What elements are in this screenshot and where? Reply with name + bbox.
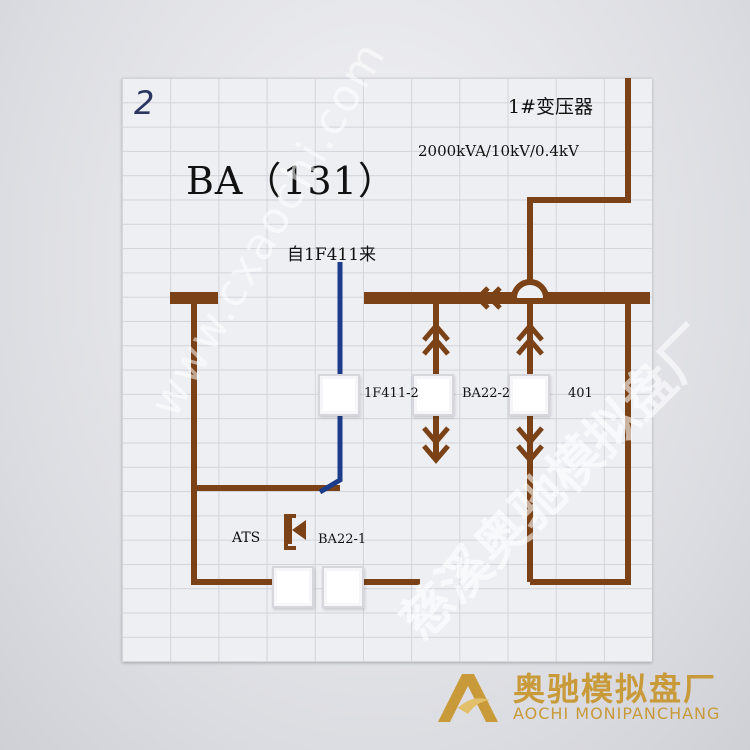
chevron-down-icon [516, 444, 544, 464]
source-label: 自1F411来 [287, 245, 377, 265]
transformer-name: 1#变压器 [508, 96, 594, 118]
mimic-board [122, 78, 652, 662]
switch-401-label: 401 [568, 386, 593, 401]
transformer-line [527, 78, 631, 280]
switch-1f4112-button[interactable] [318, 374, 360, 416]
transformer-spec: 2000kVA/10kV/0.4kV [418, 142, 579, 160]
busbar-crossing-arc [511, 279, 549, 299]
ats-switch-left-button[interactable] [272, 566, 314, 608]
switch-401-button[interactable] [508, 374, 550, 416]
company-logo: 奥驰模拟盘厂 AOCHI MONIPANCHANG [428, 662, 738, 732]
chevron-down-icon [422, 426, 450, 446]
chevron-up-icon [516, 322, 544, 342]
chevron-down-icon [422, 444, 450, 464]
logo-english-text: AOCHI MONIPANCHANG [513, 704, 721, 723]
chevron-left-icon [486, 286, 502, 310]
left-feeder-line [191, 304, 282, 585]
chevron-up-icon [516, 336, 544, 356]
logo-chinese-text: 奥驰模拟盘厂 [513, 670, 718, 708]
diode-icon [288, 518, 306, 544]
chevron-down-icon [516, 426, 544, 446]
ats-switch-right-button[interactable] [322, 566, 364, 608]
switch-ba221-label: BA22-1 [318, 532, 367, 547]
logo-emblem-icon [438, 674, 498, 722]
chevron-left-icon [474, 286, 490, 310]
switch-ba222-button[interactable] [412, 374, 454, 416]
board-number-mark: 2 [134, 84, 155, 122]
blue-feeder-line [318, 262, 343, 495]
ats-label: ATS [232, 530, 261, 546]
switch-ba222-label: BA22-2 [462, 386, 511, 401]
chevron-up-icon [422, 322, 450, 342]
switch-1f4112-label: 1F411-2 [364, 386, 419, 401]
chevron-up-icon [422, 336, 450, 356]
diode-bracket [284, 514, 296, 550]
right-loop [530, 304, 631, 585]
panel-title: BA（131） [186, 159, 397, 203]
